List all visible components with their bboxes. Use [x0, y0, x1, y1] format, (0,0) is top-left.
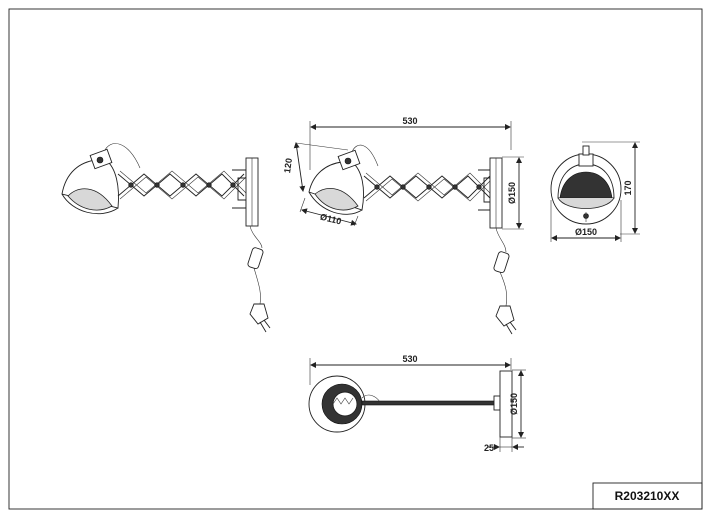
- title-block-frame: [592, 482, 703, 510]
- top-view: 530 Ø150 25: [308, 354, 526, 453]
- top-width-label: 530: [402, 354, 417, 364]
- side-height-dim-line: [293, 142, 306, 192]
- side-shade: [308, 149, 364, 215]
- perspective-switch: [247, 247, 264, 270]
- top-arm: [361, 400, 495, 406]
- side-height-label: 120: [282, 157, 294, 173]
- drawing-frame: [8, 8, 703, 510]
- front-width-label: Ø150: [575, 227, 597, 237]
- front-shade: [557, 145, 615, 209]
- top-shade: [308, 375, 366, 433]
- side-pivots: [374, 184, 482, 190]
- side-plug: [495, 305, 517, 335]
- perspective-shade: [61, 148, 119, 215]
- perspective-plug: [249, 303, 271, 333]
- perspective-pivots: [128, 182, 236, 188]
- perspective-scissor-edge: [119, 170, 247, 200]
- top-depth-label: 25: [484, 443, 494, 453]
- perspective-top-cord: [103, 143, 141, 169]
- drawing-code: R203210XX: [615, 489, 680, 503]
- top-plate-label: Ø150: [509, 393, 519, 415]
- front-height-label: 170: [623, 180, 633, 195]
- top-wall-plate: [499, 370, 513, 438]
- shade-diameter-dim-line: [301, 208, 357, 226]
- side-width-label: 530: [402, 116, 417, 126]
- perspective-cord: [249, 225, 263, 249]
- front-view: 170 Ø150: [550, 141, 640, 242]
- perspective-view: [61, 143, 271, 333]
- side-switch: [493, 251, 510, 274]
- side-plate-label: Ø150: [507, 182, 517, 204]
- side-view: 530 120 Ø110: [282, 116, 524, 335]
- title-block: R203210XX: [592, 482, 703, 510]
